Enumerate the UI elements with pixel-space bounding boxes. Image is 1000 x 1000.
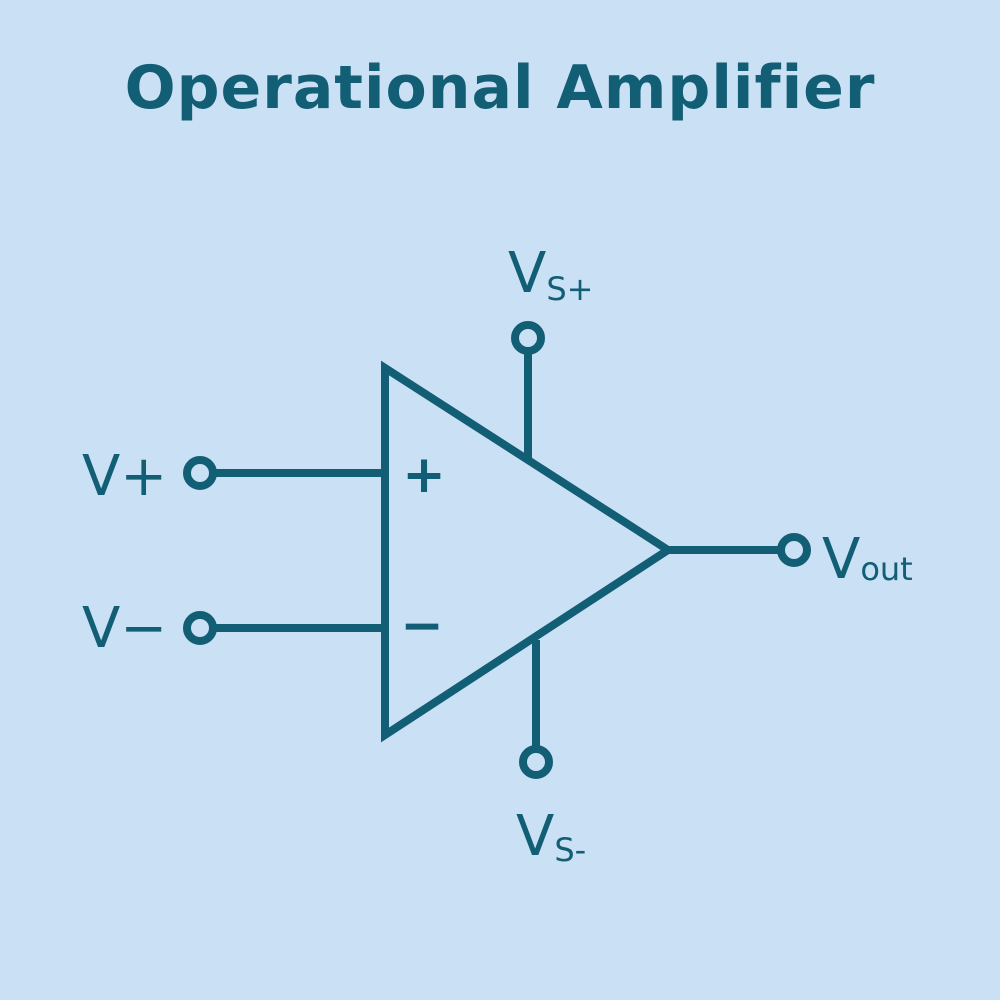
noninverting-input-terminal bbox=[183, 456, 217, 490]
minus-sign: − bbox=[400, 596, 444, 656]
supply-negative-label-sub: S- bbox=[554, 831, 586, 869]
inverting-input-terminal bbox=[183, 611, 217, 645]
page-title: Operational Amplifier bbox=[124, 53, 876, 123]
supply-negative-label-main: V bbox=[516, 804, 554, 869]
supply-negative-terminal bbox=[519, 745, 553, 779]
supply-positive-label-sub: S+ bbox=[546, 270, 593, 308]
opamp-triangle bbox=[381, 360, 676, 743]
output-terminal bbox=[777, 533, 811, 567]
noninverting-input-label: V+ bbox=[82, 444, 167, 509]
output-label: Vout bbox=[822, 527, 913, 592]
output-label-sub: out bbox=[860, 550, 912, 588]
output-label-main: V bbox=[822, 527, 860, 592]
supply-negative-label: VS- bbox=[516, 804, 586, 869]
plus-sign: + bbox=[402, 445, 446, 505]
supply-positive-label-main: V bbox=[508, 241, 546, 306]
inverting-input-label: V− bbox=[82, 596, 167, 661]
supply-positive-terminal bbox=[511, 321, 545, 355]
supply-positive-label: VS+ bbox=[508, 241, 593, 308]
